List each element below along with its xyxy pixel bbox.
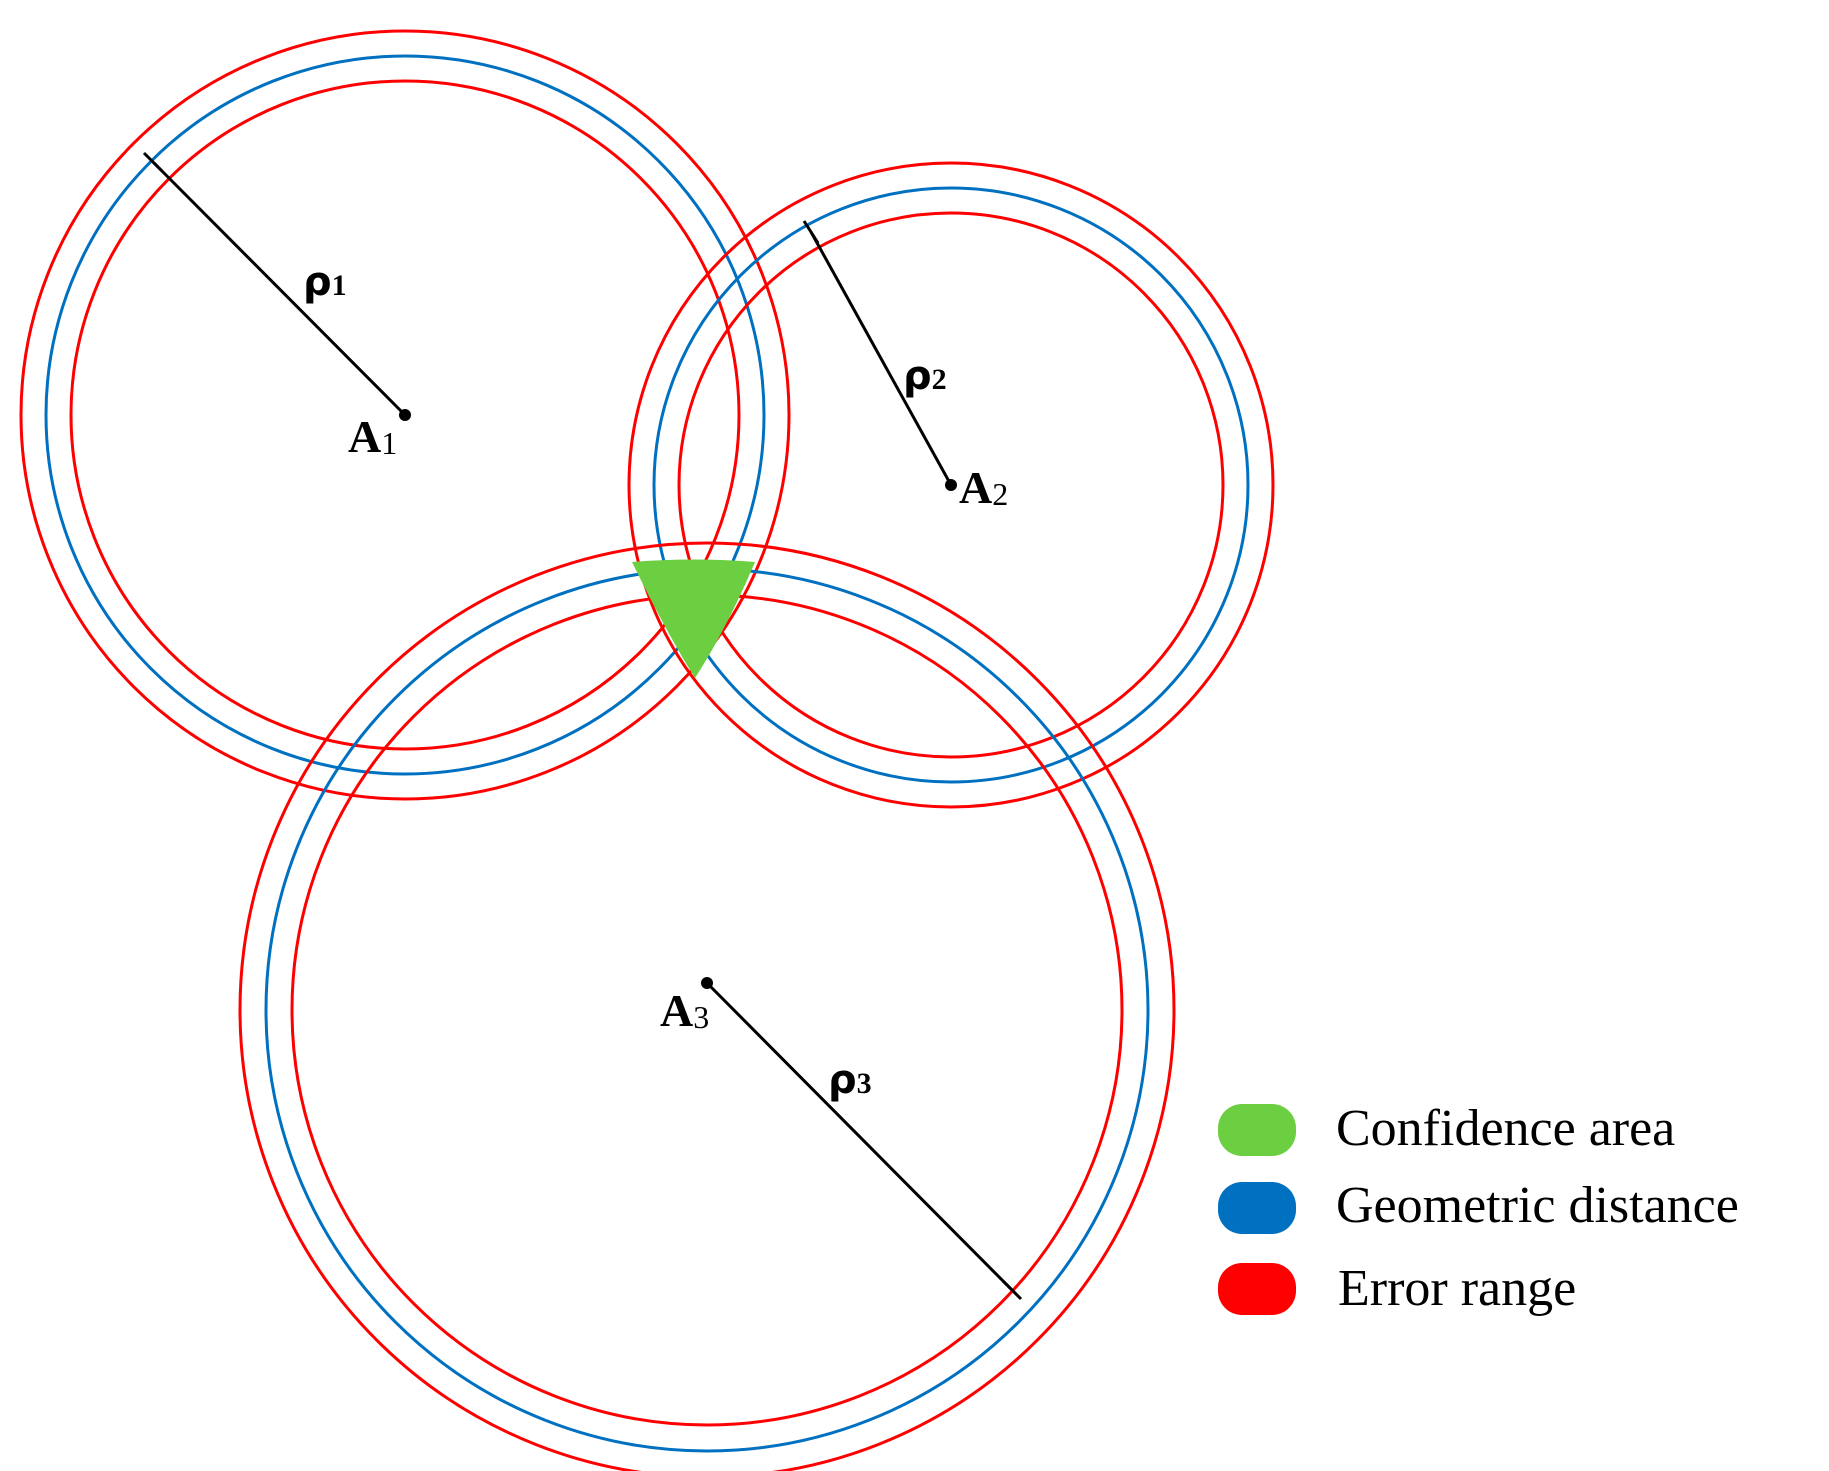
radius-line-rho-3 [705, 981, 1014, 1292]
geometric-distance-circle-a2 [652, 186, 1250, 784]
anchor-label-a3: A3 [660, 985, 709, 1036]
geometric-distance-circle-a1 [44, 54, 766, 776]
circle-group-a1 [19, 29, 791, 801]
legend-label-geometric-distance: Geometric distance [1336, 1177, 1739, 1234]
anchor-point-a1 [399, 409, 411, 421]
legend: Confidence area Geometric distance Error… [1218, 1100, 1739, 1317]
anchor-label-a2: A2 [959, 462, 1008, 513]
radius-label-rho-1: ρ1 [303, 259, 347, 305]
anchor-point-a3 [701, 977, 713, 989]
circle-group-a2 [627, 161, 1275, 809]
error-range-inner-circle-a1 [69, 79, 741, 751]
radius-tick-rho-1 [142, 151, 164, 173]
legend-label-error-range: Error range [1338, 1260, 1576, 1317]
legend-swatch-geometric-distance [1218, 1182, 1296, 1234]
confidence-area-triangle [632, 559, 755, 678]
error-range-outer-circle-a2 [627, 161, 1275, 809]
radius-line-rho-1 [151, 160, 407, 417]
legend-label-confidence-area: Confidence area [1336, 1100, 1675, 1157]
radius-label-rho-2: ρ2 [903, 353, 947, 399]
legend-swatch-error-range [1218, 1263, 1296, 1315]
anchor-point-a2 [945, 479, 957, 491]
error-range-inner-circle-a2 [677, 211, 1225, 759]
legend-swatch-confidence-area [1218, 1104, 1296, 1156]
radius-line-rho-2 [809, 231, 953, 486]
radius-label-rho-3: ρ3 [828, 1057, 872, 1103]
error-range-outer-circle-a3 [238, 541, 1176, 1471]
radius-tick-rho-3 [1001, 1279, 1023, 1301]
error-range-outer-circle-a1 [19, 29, 791, 801]
radius-tick-rho-2 [802, 220, 820, 244]
anchor-label-a1: A1 [348, 411, 397, 462]
